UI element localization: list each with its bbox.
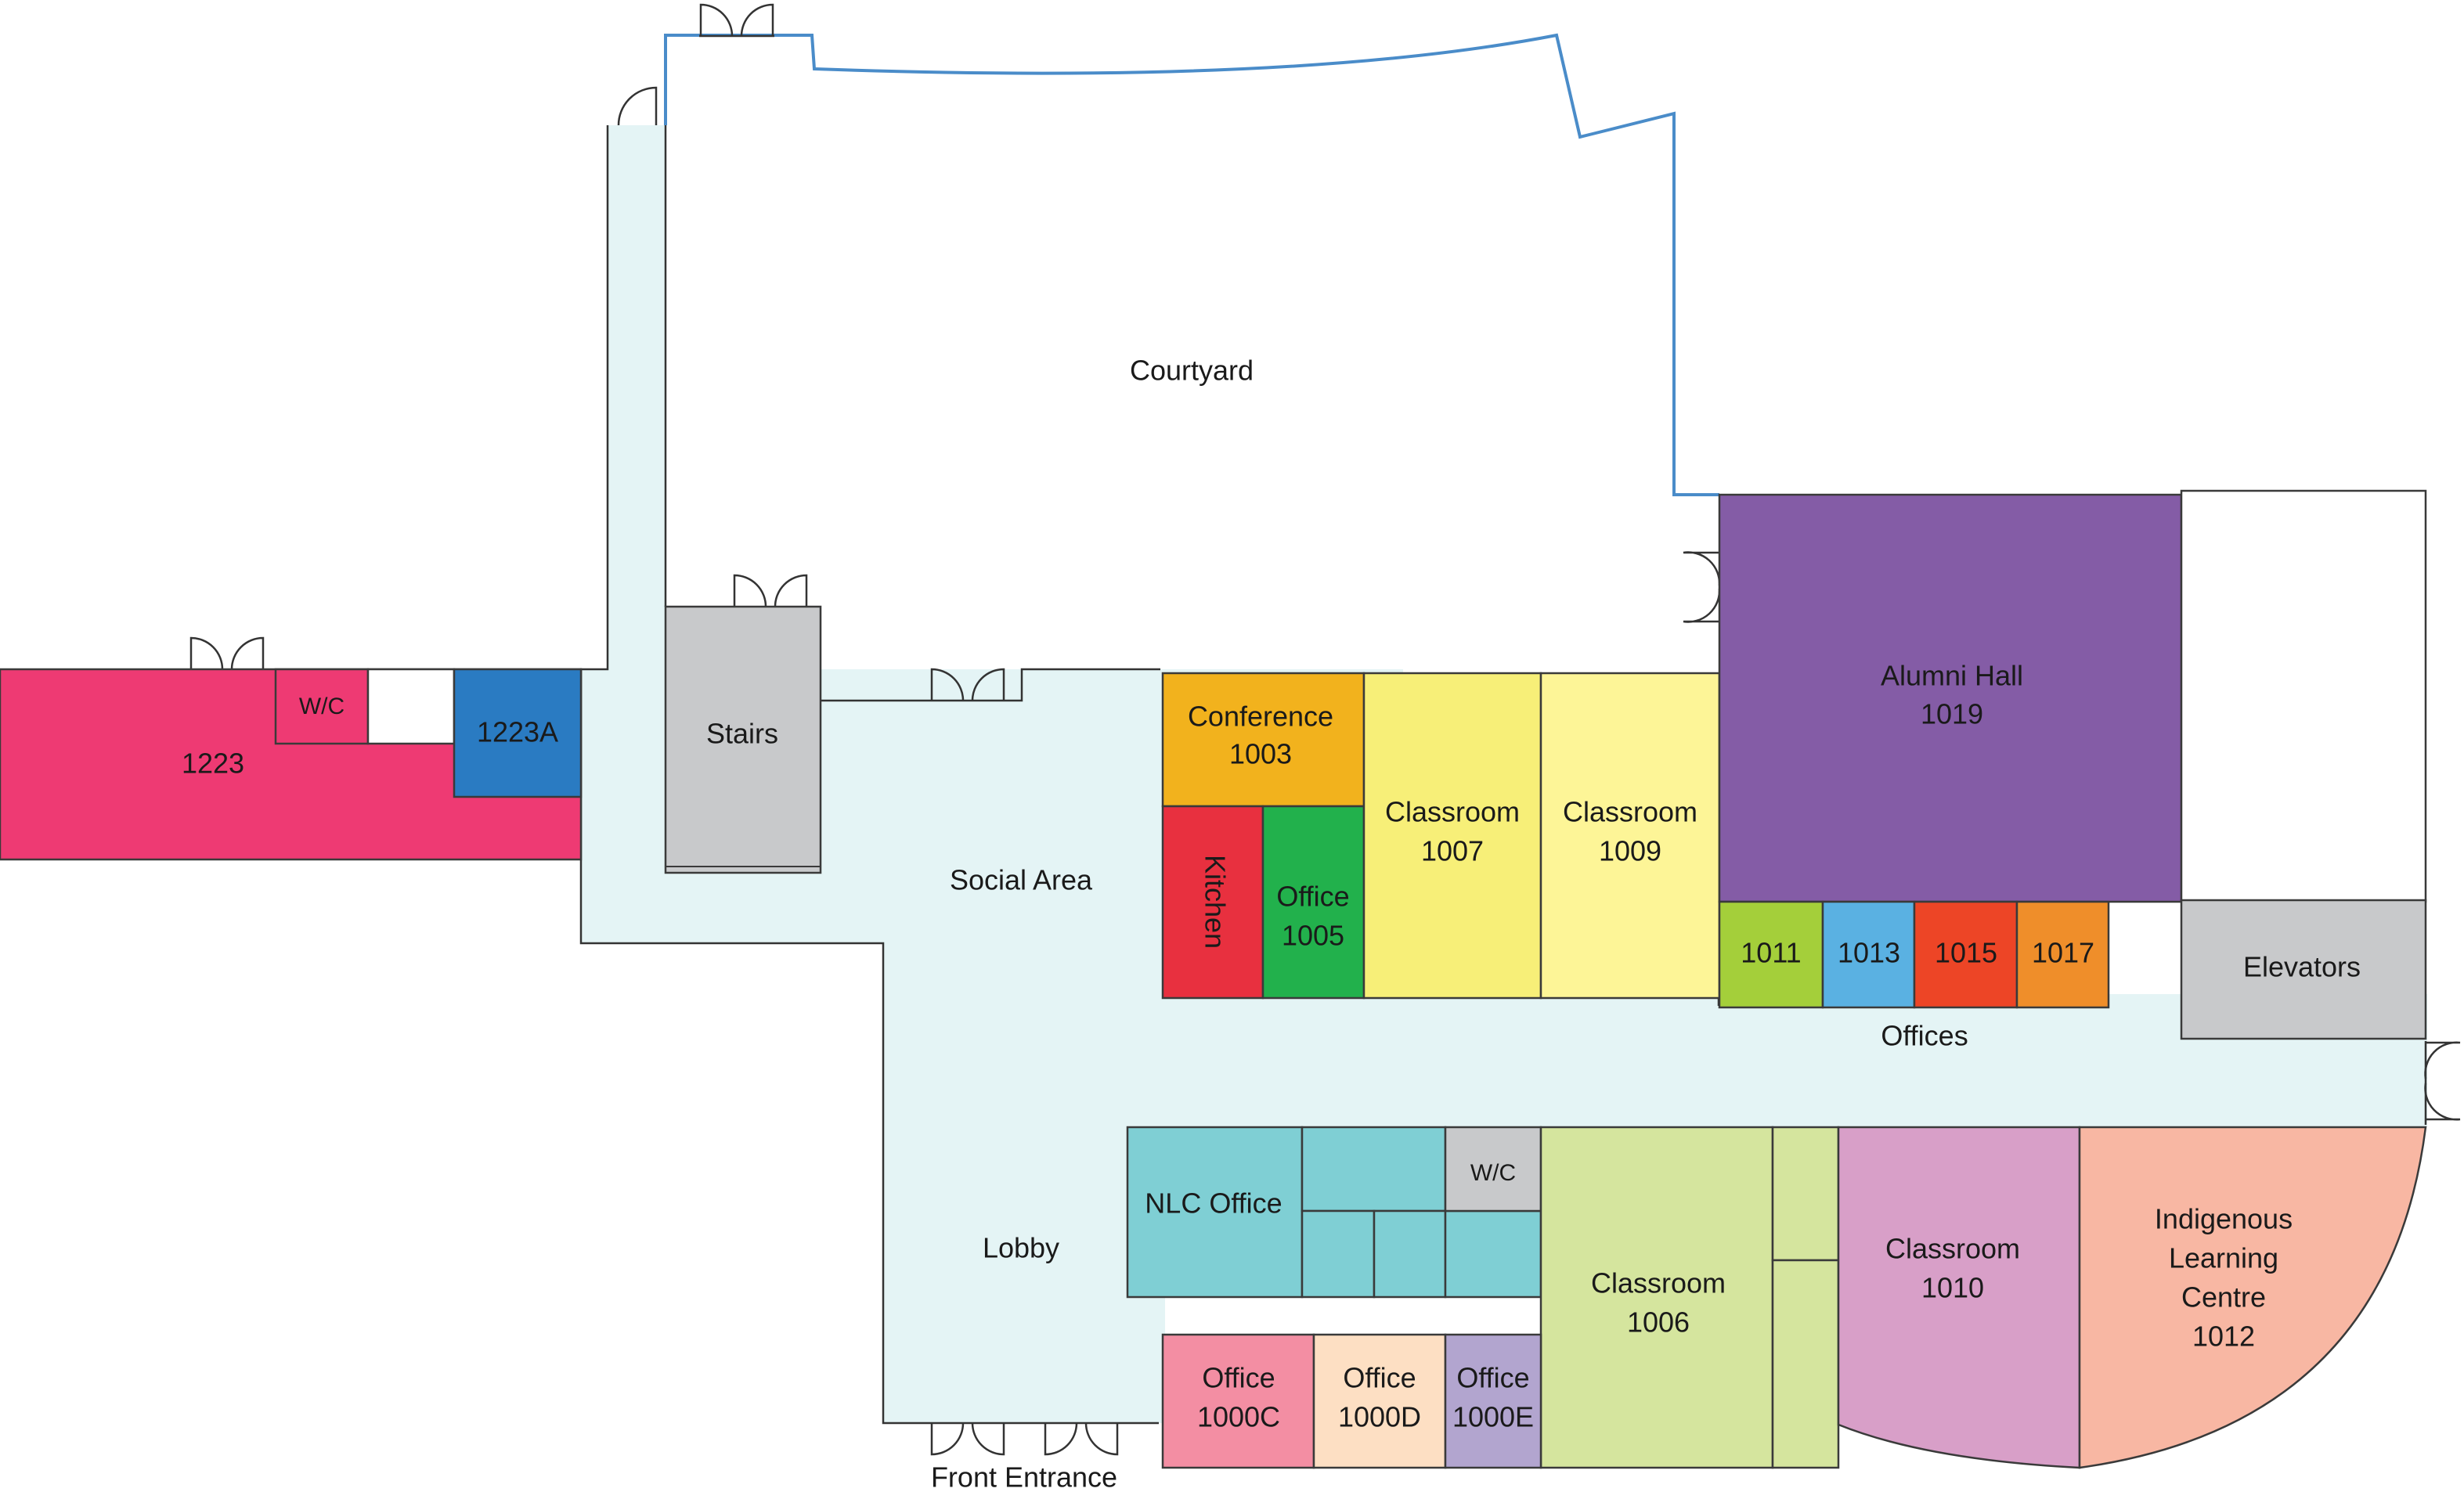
room-wc-north[interactable]: W/C	[274, 668, 370, 745]
room-classroom-1006[interactable]: Classroom 1006	[1539, 1126, 1840, 1469]
svg-text:Classroom: Classroom	[1385, 796, 1520, 828]
room-office-1017[interactable]: 1017	[2015, 900, 2110, 1009]
door-1223	[189, 636, 265, 670]
svg-text:Conference: Conference	[1188, 701, 1333, 733]
svg-text:1005: 1005	[1282, 920, 1344, 952]
svg-text:W/C: W/C	[299, 694, 345, 719]
svg-text:1017: 1017	[2032, 937, 2094, 969]
courtyard-label: Courtyard	[1130, 355, 1254, 387]
room-classroom-1009[interactable]: Classroom 1009	[1539, 672, 1721, 1000]
door-stairs	[733, 574, 808, 607]
svg-text:Stairs: Stairs	[706, 718, 778, 750]
room-classroom-1007[interactable]: Classroom 1007	[1362, 672, 1542, 1000]
room-conference-1003[interactable]: Conference 1003	[1161, 672, 1365, 808]
svg-text:1223: 1223	[182, 748, 244, 780]
svg-text:W/C: W/C	[1470, 1160, 1516, 1186]
room-office-1011[interactable]: 1011	[1718, 900, 1824, 1009]
svg-text:1011: 1011	[1741, 937, 1801, 969]
svg-text:1000E: 1000E	[1452, 1401, 1534, 1433]
courtyard-outline	[664, 33, 1719, 496]
svg-text:1019: 1019	[1921, 698, 1983, 730]
room-office-1000D[interactable]: Office 1000D	[1312, 1333, 1447, 1469]
door-alumni-hall	[1683, 551, 1721, 623]
svg-text:NLC Office: NLC Office	[1145, 1187, 1282, 1220]
svg-text:1000D: 1000D	[1338, 1401, 1421, 1433]
room-wc-south[interactable]: W/C	[1444, 1126, 1542, 1213]
svg-text:1013: 1013	[1838, 937, 1900, 969]
svg-text:1010: 1010	[1921, 1272, 1984, 1304]
svg-text:Classroom: Classroom	[1885, 1233, 2020, 1265]
svg-text:Office: Office	[1343, 1362, 1416, 1394]
svg-text:Indigenous: Indigenous	[2155, 1203, 2293, 1235]
svg-text:Learning: Learning	[2169, 1242, 2278, 1274]
svg-text:1012: 1012	[2192, 1321, 2255, 1353]
svg-text:1007: 1007	[1421, 835, 1484, 867]
room-classroom-1010[interactable]: Classroom 1010	[1837, 1126, 2081, 1469]
room-office-1015[interactable]: 1015	[1913, 900, 2018, 1009]
room-nlc-office[interactable]: NLC Office	[1126, 1126, 1304, 1299]
stairs[interactable]: Stairs	[664, 605, 822, 874]
lobby-label: Lobby	[983, 1232, 1059, 1264]
nlc-room-c	[1373, 1209, 1447, 1299]
svg-text:1006: 1006	[1627, 1306, 1690, 1339]
svg-text:Office: Office	[1276, 881, 1349, 913]
svg-text:Alumni Hall: Alumni Hall	[1881, 660, 2023, 692]
east-block	[2180, 489, 2427, 903]
offices-label: Offices	[1881, 1020, 1968, 1052]
storage-room	[366, 668, 456, 745]
front-entrance-label: Front Entrance	[931, 1461, 1117, 1494]
room-office-1000C[interactable]: Office 1000C	[1161, 1333, 1315, 1469]
room-kitchen[interactable]: Kitchen	[1161, 805, 1264, 1000]
door-front-entrance-right	[1044, 1422, 1119, 1456]
nlc-room-a	[1301, 1126, 1447, 1213]
svg-text:Centre: Centre	[2181, 1281, 2266, 1313]
svg-text:1003: 1003	[1229, 738, 1292, 770]
nlc-room-d	[1444, 1209, 1542, 1299]
door-north-top	[699, 3, 774, 38]
svg-text:Kitchen: Kitchen	[1199, 855, 1231, 949]
room-office-1000E[interactable]: Office 1000E	[1444, 1333, 1542, 1469]
elevators[interactable]: Elevators	[2180, 899, 2427, 1040]
svg-text:Classroom: Classroom	[1563, 796, 1697, 828]
svg-text:Elevators: Elevators	[2243, 951, 2361, 983]
room-alumni-hall-1019[interactable]: Alumni Hall 1019	[1718, 493, 2183, 903]
nlc-room-b	[1301, 1209, 1376, 1299]
svg-text:Office: Office	[1202, 1362, 1275, 1394]
svg-text:1000C: 1000C	[1197, 1401, 1280, 1433]
door-social-area	[930, 668, 1005, 701]
room-1223A[interactable]: 1223A	[453, 668, 583, 798]
door-east	[2424, 1041, 2461, 1121]
svg-text:1015: 1015	[1935, 937, 1997, 969]
room-office-1005[interactable]: Office 1005	[1261, 805, 1365, 1000]
svg-text:1009: 1009	[1599, 835, 1661, 867]
svg-text:Classroom: Classroom	[1591, 1267, 1726, 1299]
door-front-entrance-left	[930, 1422, 1005, 1456]
room-office-1013[interactable]: 1013	[1821, 900, 1916, 1009]
social-area-label: Social Area	[950, 864, 1093, 896]
door-north-corridor	[617, 86, 658, 126]
svg-text:Office: Office	[1456, 1362, 1529, 1394]
svg-text:1223A: 1223A	[477, 716, 558, 748]
room-indigenous-learning-centre-1012[interactable]: Indigenous Learning Centre 1012	[2078, 1126, 2427, 1469]
